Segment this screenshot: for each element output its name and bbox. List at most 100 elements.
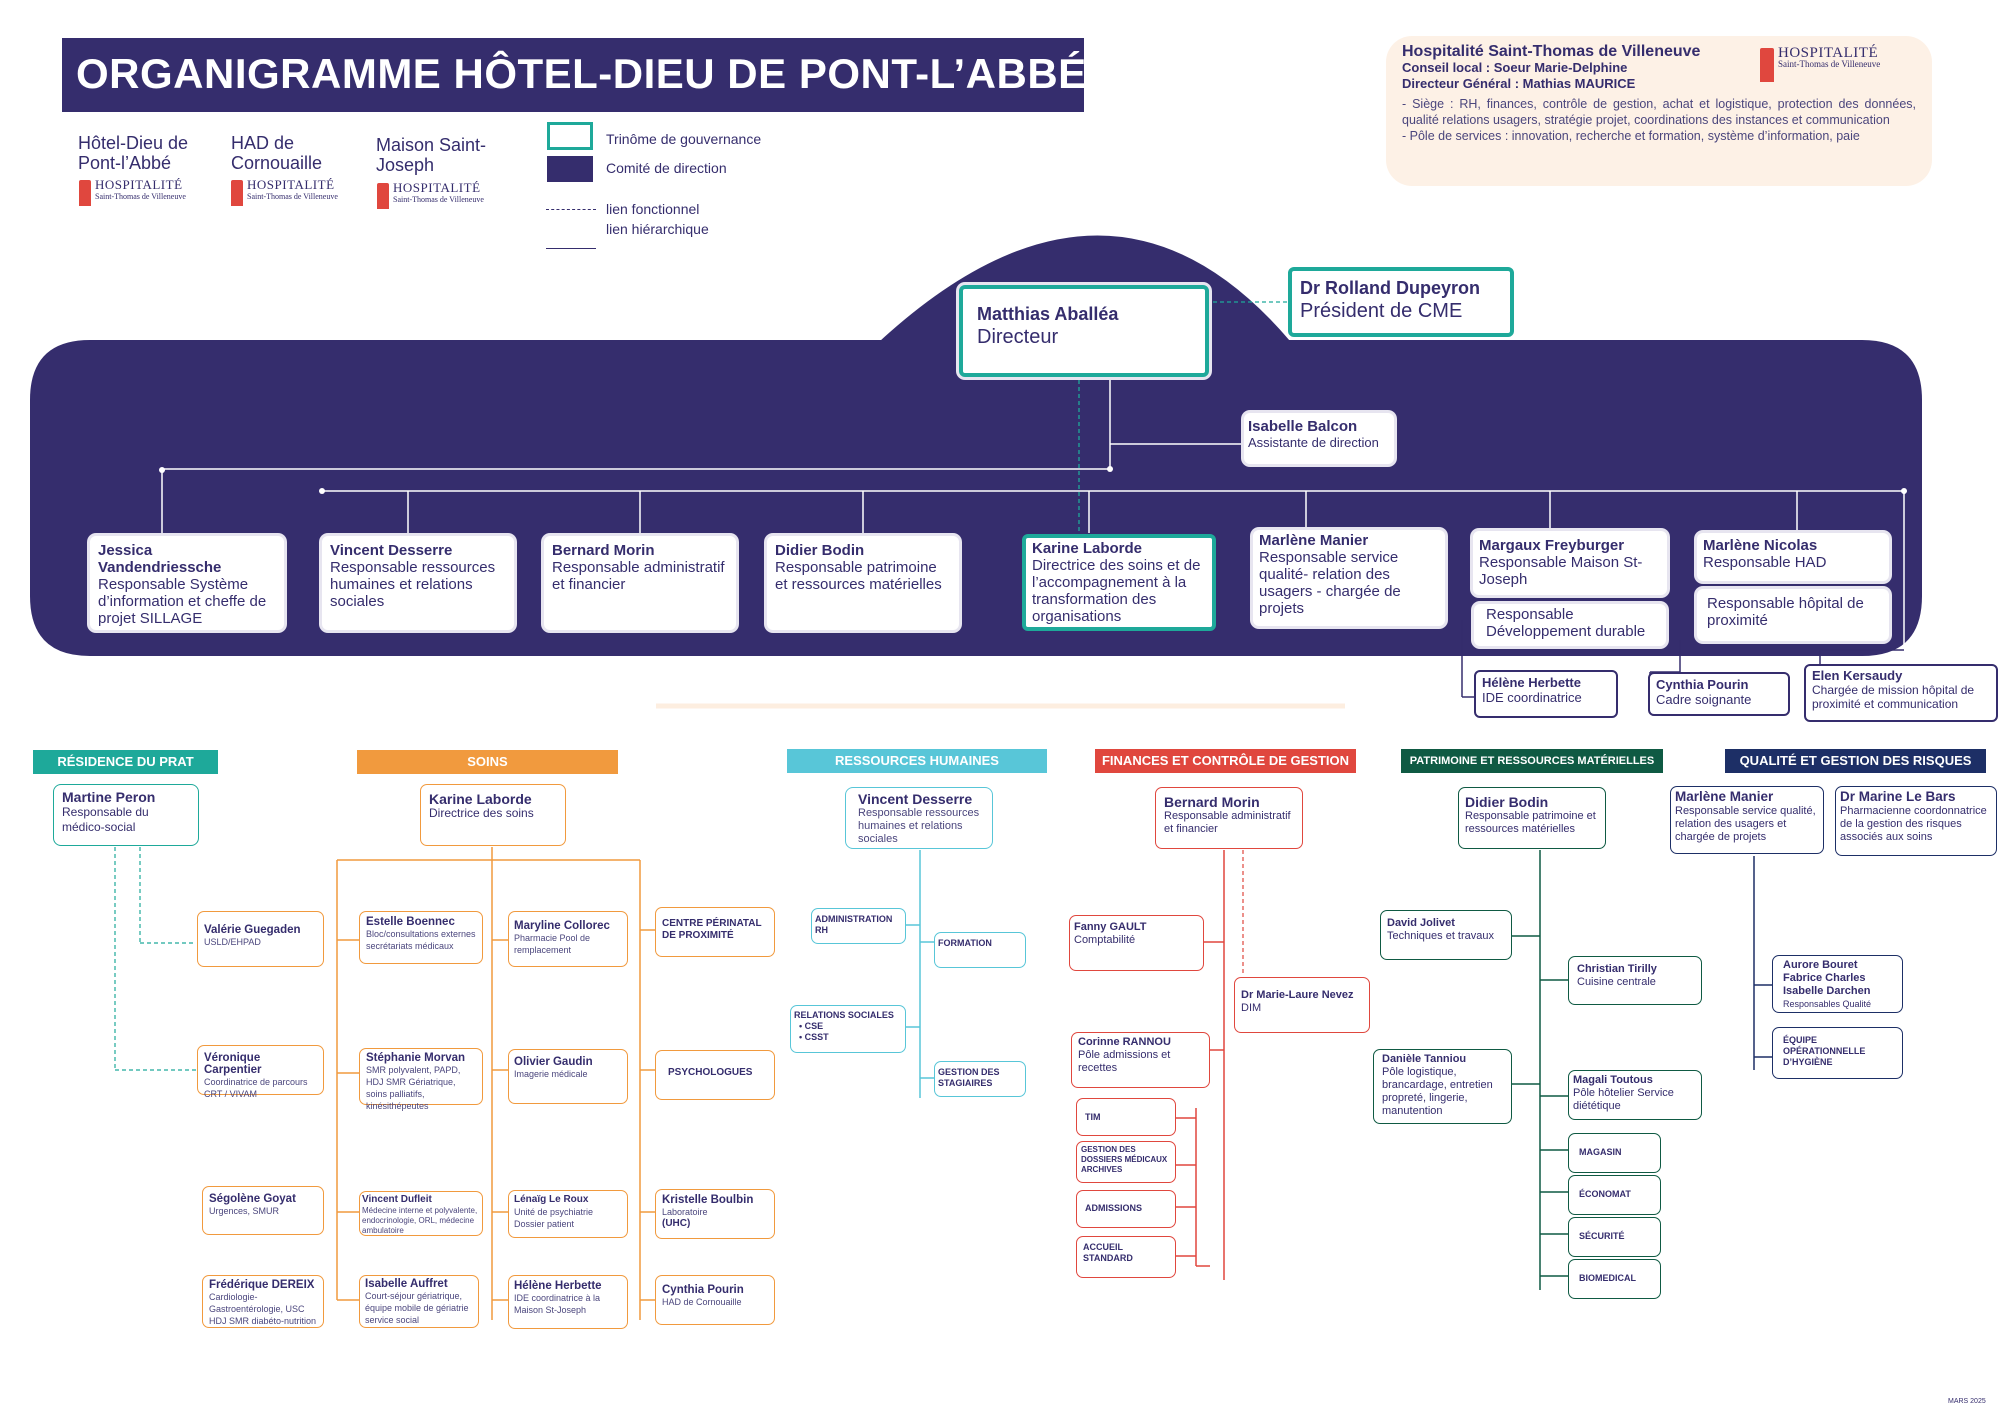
person-role: Techniques et travaux (1387, 930, 1495, 942)
member-box: Margaux Freyburger Responsable Maison St… (1473, 531, 1667, 595)
unit-name: FORMATION (938, 938, 992, 948)
person-role: Pharmacienne coordonnatrice de la gestio… (1840, 805, 1987, 843)
site-name: Hôtel-Dieu de Pont-l’Abbé (78, 133, 189, 173)
section-header-qualite: QUALITÉ ET GESTION DES RISQUES (1725, 749, 1986, 773)
dev-durable-box: Responsable Développement durable (1474, 604, 1666, 646)
member-box: Jessica Vandendriessche Responsable Syst… (90, 536, 284, 630)
unit-name: GESTION DES DOSSIERS MÉDICAUX ARCHIVES (1081, 1145, 1168, 1174)
patrimoine-unit: BIOMEDICAL (1568, 1259, 1661, 1299)
section-header-soins: SOINS (357, 750, 618, 774)
person-role: Responsable HAD (1703, 554, 1827, 571)
member-box: Didier Bodin Responsable patrimoine et r… (767, 536, 959, 630)
soins-item: Maryline Collorec Pharmacie Pool de remp… (508, 911, 628, 967)
person-name: Lénaïg Le Roux (514, 1194, 589, 1205)
person-name: Vincent Desserre (858, 791, 973, 807)
person-role: Pôle logistique, brancardage, entretien … (1382, 1066, 1493, 1117)
person-name: Olivier Gaudin (514, 1056, 593, 1068)
info-pole: - Pôle de services : innovation, recherc… (1402, 129, 1860, 143)
patrimoine-item: Magali Toutous Pôle hôtelier Service dié… (1568, 1070, 1702, 1120)
logo-sub: Saint-Thomas de Villeneuve (247, 192, 338, 201)
cme-box: Dr Rolland Dupeyron Président de CME (1288, 267, 1514, 337)
page-title: ORGANIGRAMME HÔTEL-DIEU DE PONT-L’ABBÉ (62, 38, 1086, 112)
person-name: Bernard Morin (1164, 794, 1260, 810)
person-role: Chargée de mission hôpital de proximité … (1812, 683, 1975, 711)
person-role: Bloc/consultations externes secrétariats… (366, 929, 476, 951)
patrimoine-head: Didier Bodin Responsable patrimoine et r… (1458, 787, 1606, 849)
unit-extra: (UHC) (662, 1218, 691, 1229)
person-role: Cuisine centrale (1577, 976, 1656, 988)
logo-mark-icon (1760, 48, 1774, 82)
logo-sub: Saint-Thomas de Villeneuve (1778, 59, 1881, 69)
person-role: Cadre soignante (1656, 692, 1752, 707)
unit-name: ADMISSIONS (1085, 1203, 1143, 1213)
person-role: Directrice des soins et de l’accompagnem… (1032, 557, 1201, 625)
person-name: Marlène Nicolas (1703, 537, 1818, 554)
person-role: Responsable hôpital de proximité (1707, 595, 1864, 629)
person-name: Ségolène Goyat (209, 1193, 296, 1205)
member-box: Bernard Morin Responsable administratif … (544, 536, 736, 630)
rh-unit: RELATIONS SOCIALES • CSE • CSST (790, 1005, 906, 1053)
unit-name: MAGASIN (1579, 1147, 1622, 1157)
person-name: Margaux Freyburger (1479, 537, 1625, 554)
rh-bullet: • CSST (794, 1032, 829, 1042)
rh-bullet: • CSE (794, 1021, 824, 1031)
unit-name: PSYCHOLOGUES (668, 1067, 753, 1078)
member-box: Marlène Manier Responsable service quali… (1253, 530, 1445, 626)
person-name: Vincent Dufleit (362, 1194, 432, 1205)
legend-trinome-label: Trinôme de gouvernance (606, 131, 762, 147)
person-name: Maryline Collorec (514, 920, 610, 932)
person-role: Responsable Développement durable (1486, 606, 1646, 640)
logo-brand: HOSPITALITÉ (247, 177, 335, 192)
assistante-box: Isabelle Balcon Assistante de direction (1244, 413, 1394, 464)
member-box: Marlène Nicolas Responsable HAD (1697, 533, 1889, 581)
person-name: Corinne RANNOU (1078, 1036, 1171, 1048)
person-name: Kristelle Boulbin (662, 1194, 754, 1206)
directeur-box: Matthias Aballéa Directeur (959, 285, 1209, 377)
legend-hierarchique-line (546, 248, 596, 249)
person-role: USLD/EHPAD (204, 937, 261, 947)
logo-sub: Saint-Thomas de Villeneuve (95, 192, 186, 201)
rh-unit: ADMINISTRATION RH (811, 908, 906, 944)
person-name: Isabelle Balcon (1248, 418, 1358, 435)
sub-box: Hélène Herbette IDE coordinatrice (1474, 670, 1618, 718)
person-role: Responsables Qualité (1783, 999, 1872, 1009)
sub-box: Elen Kersaudy Chargée de mission hôpital… (1804, 664, 1998, 722)
rh-bullet-cse: CSE (804, 1021, 824, 1031)
soins-item: Estelle Boennec Bloc/consultations exter… (359, 911, 483, 964)
person-role: Président de CME (1300, 300, 1463, 322)
person-role: Responsable administratif et financier (1164, 810, 1291, 835)
sub-box: Cynthia Pourin Cadre soignante (1648, 672, 1790, 716)
person-name: Isabelle Darchen (1783, 985, 1871, 997)
person-name: Marlène Manier (1675, 789, 1774, 804)
person-role: Court-séjour gériatrique, équipe mobile … (365, 1291, 469, 1325)
person-name: Magali Toutous (1573, 1074, 1653, 1086)
unit-name: ADMINISTRATION RH (815, 914, 893, 935)
person-role: Responsable service qualité, relation de… (1675, 805, 1816, 843)
logo-brand: HOSPITALITÉ (393, 180, 481, 195)
unit-name: BIOMEDICAL (1579, 1273, 1636, 1283)
logo-mark-icon (231, 180, 243, 206)
person-role: Assistante de direction (1248, 435, 1379, 450)
person-role: Imagerie médicale (514, 1069, 588, 1079)
person-name: Vincent Desserre (330, 542, 453, 559)
person-role: Laboratoire (662, 1207, 708, 1217)
person-name: Hélène Herbette (514, 1280, 602, 1292)
person-name: Jessica Vandendriessche (98, 542, 222, 576)
person-name: Matthias Aballéa (977, 304, 1119, 324)
qualite-group: Aurore Bouret Fabrice Charles Isabelle D… (1772, 955, 1903, 1013)
person-name: Valérie Guegaden (204, 924, 301, 936)
qualite-unit: ÉQUIPE OPÉRATIONNELLE D’HYGIÈNE (1772, 1027, 1903, 1079)
person-role: Comptabilité (1074, 934, 1136, 946)
person-role: Responsable patrimoine et ressources mat… (775, 559, 942, 593)
info-dg: Directeur Général : Mathias MAURICE (1402, 76, 1636, 91)
soins-unit: CENTRE PÉRINATAL DE PROXIMITÉ (655, 907, 775, 957)
patrimoine-unit: SÉCURITÉ (1568, 1217, 1661, 1257)
person-role: Pharmacie Pool de remplacement (514, 933, 591, 955)
person-name: Didier Bodin (775, 542, 865, 559)
soins-item: Hélène Herbette IDE coordinatrice à la M… (508, 1275, 628, 1329)
unit-name: SÉCURITÉ (1579, 1231, 1625, 1241)
patrimoine-item: Danièle Tanniou Pôle logistique, brancar… (1373, 1049, 1512, 1124)
